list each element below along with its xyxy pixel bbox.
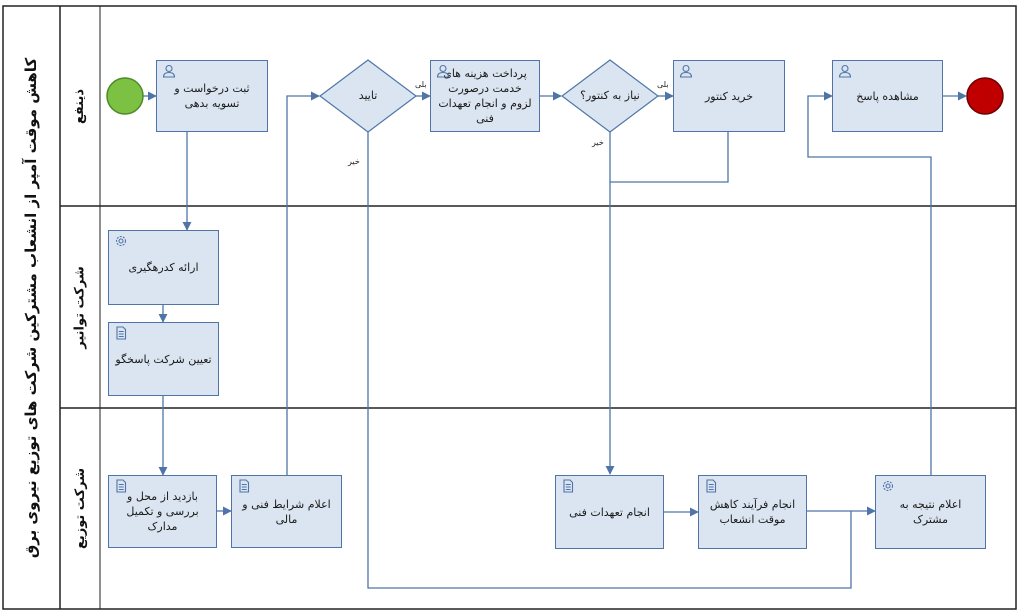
task-tracking-code: ارائه کدرهگیری (108, 230, 219, 305)
lane-tavanir: شرکت توانیر (61, 206, 99, 408)
task-technical-obligations: انجام تعهدات فنی (555, 475, 664, 549)
pool-title-text: کاهش موقت آمپر از انشعاب مشترکین شرکت ها… (22, 57, 40, 558)
task-technical-obligations-label: انجام تعهدات فنی (569, 505, 650, 519)
task-register-request-label: ثبت درخواست و تسویه بدهی (174, 82, 250, 110)
flow-label-yes-approval: بلی (415, 80, 427, 89)
flow-label-yes-meter: بلی (657, 80, 669, 89)
task-tracking-code-label: ارائه کدرهگیری (128, 261, 199, 274)
pool-title: کاهش موقت آمپر از انشعاب مشترکین شرکت ها… (3, 6, 59, 609)
task-buy-meter-label: خرید کنتور (704, 89, 754, 103)
task-reduction-process: انجام فرآیند کاهش موقت انشعاب (698, 475, 807, 549)
task-buy-meter: خرید کنتور (673, 60, 785, 132)
user-task-icon (838, 64, 852, 78)
task-pay-costs: پرداخت هزینه های خدمت درصورت لزوم و انجا… (430, 60, 540, 132)
task-assign-company-label: تعیین شرکت پاسخگو (115, 352, 212, 366)
task-announce-result: اعلام نتیجه به مشترک (875, 475, 986, 549)
script-task-icon (563, 479, 574, 493)
flow-approval-no (367, 132, 852, 589)
task-view-response-label: مشاهده پاسخ (856, 89, 919, 103)
task-announce-terms-label: اعلام شرایط فنی و مالی (242, 497, 331, 526)
task-site-visit-label: بازدید از محل و بررسی و تکمیل مدارک (126, 490, 199, 533)
lane-customer: ذینفع (61, 6, 99, 206)
task-view-response: مشاهده پاسخ (832, 60, 943, 132)
task-register-request: ثبت درخواست و تسویه بدهی (156, 60, 268, 132)
end-event (966, 77, 1004, 115)
task-reduction-process-label: انجام فرآیند کاهش موقت انشعاب (709, 498, 796, 526)
user-task-icon (162, 64, 176, 78)
flow-label-no-approval: خیر (348, 157, 360, 166)
script-task-icon (706, 479, 717, 493)
lane-distribution: شرکت توزیع (61, 408, 99, 609)
lane-customer-label: ذینفع (72, 88, 88, 124)
gateway-approval-label: تایید (358, 89, 378, 102)
flow-result-to-view (807, 91, 932, 475)
script-task-icon (116, 326, 127, 340)
start-event (106, 77, 144, 115)
lane-distribution-label: شرکت توزیع (72, 468, 88, 549)
flow-buy-meter-to-obligations (610, 132, 729, 183)
pool-border (2, 5, 1017, 610)
task-announce-terms: اعلام شرایط فنی و مالی (231, 475, 342, 548)
task-assign-company: تعیین شرکت پاسخگو (108, 322, 219, 396)
script-task-icon (239, 479, 250, 493)
gateway-meter-needed-label: نیاز به کنتور؟ (580, 89, 640, 102)
task-pay-costs-label: پرداخت هزینه های خدمت درصورت لزوم و انجا… (438, 67, 532, 125)
gear-icon (882, 480, 894, 492)
task-announce-result-label: اعلام نتیجه به مشترک (899, 498, 962, 526)
script-task-icon (116, 479, 127, 493)
flow-label-no-meter: خیر (592, 138, 604, 147)
flow-terms-to-approval (286, 91, 320, 475)
user-task-icon (436, 64, 450, 78)
user-task-icon (679, 64, 693, 78)
gear-icon (115, 235, 127, 247)
lane-tavanir-label: شرکت توانیر (72, 265, 88, 349)
task-site-visit: بازدید از محل و بررسی و تکمیل مدارک (108, 475, 217, 548)
